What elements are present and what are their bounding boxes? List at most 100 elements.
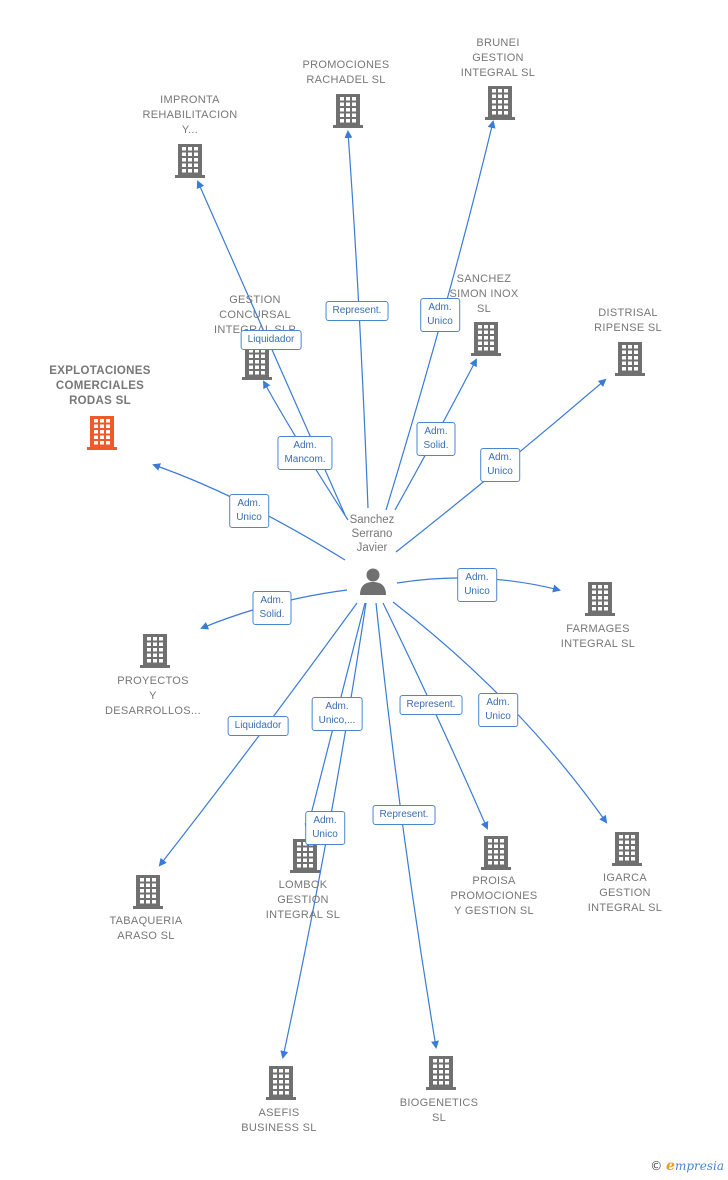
relation-label-sanchez-simon[interactable]: Adm.Solid. <box>416 422 456 456</box>
building-icon <box>471 322 501 356</box>
company-label-line: PROMOCIONES <box>450 890 538 902</box>
relation-label-promociones-rachadel[interactable]: Represent. <box>325 301 389 321</box>
relation-label-biogenetics[interactable]: Represent. <box>372 805 436 825</box>
company-label-line: FARMAGES <box>566 623 630 635</box>
relation-edge-biogenetics <box>375 602 439 1049</box>
company-label-line: RODAS SL <box>69 395 131 407</box>
copyright-symbol: © <box>650 1159 663 1173</box>
relation-edge-proisa <box>382 602 489 830</box>
company-node-brunei[interactable] <box>484 84 516 125</box>
company-label-line: BIOGENETICS <box>399 1097 479 1109</box>
company-label-line: SL <box>476 303 492 315</box>
company-node-biogenetics[interactable] <box>425 1054 457 1095</box>
building-icon <box>175 144 205 178</box>
company-label-brunei[interactable]: BRUNEI GESTION INTEGRAL SL <box>433 36 563 81</box>
relation-label-line: Solid. <box>259 609 285 620</box>
company-node-sanchez-simon[interactable] <box>470 320 502 361</box>
company-label-impronta[interactable]: IMPRONTA REHABILITACION Y... <box>125 93 255 138</box>
company-node-distrisal[interactable] <box>614 340 646 381</box>
relation-label-explotaciones[interactable]: Adm. Unico <box>229 494 269 528</box>
company-label-line: GESTION <box>599 887 651 899</box>
company-label-igarca[interactable]: IGARCA GESTION INTEGRAL SL <box>560 871 690 916</box>
relation-label-proyectos[interactable]: Adm.Solid. <box>252 591 292 625</box>
person-icon <box>360 568 386 595</box>
company-label-line: RIPENSE SL <box>594 322 662 334</box>
company-label-line: Y <box>149 690 157 702</box>
company-node-tabaqueria[interactable] <box>132 873 164 914</box>
relation-label-line: Unico <box>487 466 513 477</box>
relation-label-line: Adm. <box>424 426 448 437</box>
company-label-line: BRUNEI <box>476 37 520 49</box>
relation-label-gestion-concursal[interactable]: Adm.Mancom. <box>277 436 333 470</box>
building-icon <box>133 875 163 909</box>
company-label-line: DISTRISAL <box>598 307 658 319</box>
company-label-line: ARASO SL <box>117 930 175 942</box>
relation-label-farmages[interactable]: Adm.Unico <box>457 568 497 602</box>
footer-brand: © empresia <box>650 1158 724 1174</box>
company-node-promociones-rachadel[interactable] <box>332 92 364 133</box>
relation-label-proisa[interactable]: Represent. <box>399 695 463 715</box>
relation-label-brunei[interactable]: Adm.Unico <box>420 298 460 332</box>
company-label-line: COMERCIALES <box>55 380 145 392</box>
relation-label-line: Unico <box>236 512 262 523</box>
relation-label-distrisal[interactable]: Adm. Unico <box>480 448 520 482</box>
company-label-line: GESTION <box>277 894 329 906</box>
company-label-line: INTEGRAL SL <box>587 902 663 914</box>
company-label-line: IGARCA <box>603 872 647 884</box>
company-label-line: SIMON INOX <box>449 288 519 300</box>
company-label-distrisal[interactable]: DISTRISAL RIPENSE SL <box>563 306 693 336</box>
relation-label-line: Represent. <box>406 699 456 710</box>
relation-label-impronta[interactable]: Liquidador <box>240 330 302 350</box>
building-icon <box>87 416 117 450</box>
company-label-line: Y... <box>181 124 199 136</box>
center-name-line: Javier <box>356 542 388 554</box>
relation-label-line: Adm. <box>325 701 349 712</box>
company-node-proyectos[interactable] <box>139 632 171 673</box>
company-label-line: INTEGRAL SL <box>460 67 536 79</box>
company-label-line: REHABILITACION <box>142 109 238 121</box>
relation-label-igarca[interactable]: Adm.Unico <box>478 693 518 727</box>
relation-label-line: Liquidador <box>247 334 295 345</box>
company-label-line: RACHADEL SL <box>306 74 386 86</box>
company-label-line: IMPRONTA <box>160 94 220 106</box>
relation-label-line: Adm. <box>237 498 261 509</box>
building-icon <box>140 634 170 668</box>
company-node-explotaciones[interactable] <box>86 414 118 455</box>
company-node-impronta[interactable] <box>174 142 206 183</box>
company-node-igarca[interactable] <box>611 830 643 871</box>
company-label-promociones-rachadel[interactable]: PROMOCIONES RACHADEL SL <box>281 58 411 88</box>
relation-label-lombok[interactable]: Adm. Unico,... <box>311 697 363 731</box>
relation-label-line: Mancom. <box>284 454 326 465</box>
building-icon <box>426 1056 456 1090</box>
center-person[interactable] <box>358 566 388 596</box>
relation-label-asefis[interactable]: Adm.Unico <box>305 811 345 845</box>
company-label-line: INTEGRAL SL <box>265 909 341 921</box>
company-node-proisa[interactable] <box>480 834 512 875</box>
company-label-line: PROMOCIONES <box>302 59 390 71</box>
relation-label-line: Adm. <box>465 572 489 583</box>
building-icon <box>485 86 515 120</box>
relation-label-line: Unico,... <box>318 715 356 726</box>
company-node-farmages[interactable] <box>584 580 616 621</box>
center-name-line: Serrano <box>351 528 393 540</box>
company-node-gestion-concursal[interactable] <box>241 344 273 385</box>
building-icon <box>242 346 272 380</box>
company-label-line: CONCURSAL <box>219 309 291 321</box>
company-label-line: BUSINESS SL <box>241 1122 317 1134</box>
relation-label-tabaqueria[interactable]: Liquidador <box>227 716 289 736</box>
relation-label-line: Adm. <box>488 452 512 463</box>
relation-label-line: Adm. <box>486 697 510 708</box>
brand-name: mpresia <box>674 1159 724 1173</box>
company-label-line: GESTION <box>472 52 524 64</box>
company-node-asefis[interactable] <box>265 1064 297 1105</box>
relation-label-line: Represent. <box>379 809 429 820</box>
